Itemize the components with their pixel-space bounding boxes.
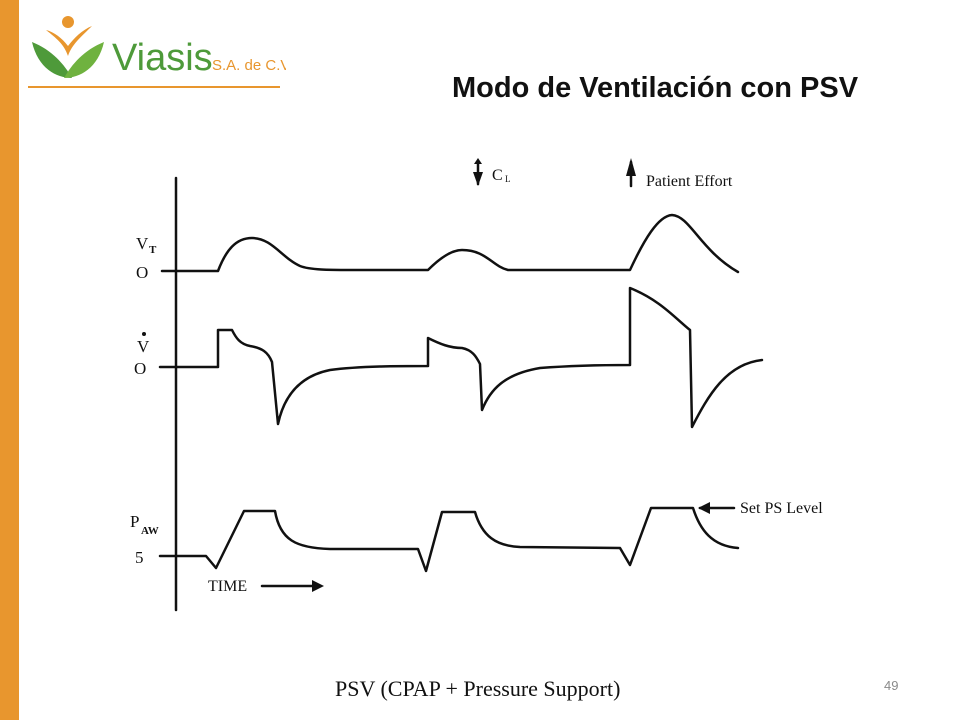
page-number: 49 bbox=[884, 678, 899, 693]
compliance-subscript: L bbox=[505, 174, 511, 184]
volume-axis-subscript: T bbox=[149, 244, 157, 256]
ps-level-arrow-head-icon bbox=[698, 502, 710, 514]
pressure-axis-subscript: AW bbox=[141, 525, 159, 537]
orange-side-bar bbox=[0, 0, 19, 720]
logo-mark-icon bbox=[32, 16, 104, 78]
logo-suffix-text: S.A. de C.V. bbox=[212, 57, 286, 74]
logo-brand-text: Viasis bbox=[112, 37, 213, 79]
slide-title: Modo de Ventilación con PSV bbox=[452, 72, 859, 104]
patient-effort-label: Patient Effort bbox=[646, 173, 733, 190]
pressure-waveform bbox=[174, 506, 740, 573]
pressure-axis-label: P bbox=[130, 512, 139, 531]
volume-waveform bbox=[174, 213, 740, 274]
compliance-arrow-head-icon bbox=[473, 172, 483, 186]
compliance-label: C bbox=[492, 167, 503, 184]
volume-axis-label: V bbox=[136, 234, 149, 253]
pressure-zero-label: 5 bbox=[135, 548, 144, 567]
diagram-caption: PSV (CPAP + Pressure Support) bbox=[335, 676, 621, 701]
patient-effort-arrow-up-icon bbox=[626, 158, 636, 176]
ps-level-label: Set PS Level bbox=[740, 500, 823, 517]
time-label: TIME bbox=[208, 578, 247, 595]
flow-dot-icon bbox=[142, 332, 146, 336]
flow-waveform bbox=[174, 286, 764, 429]
time-arrow-head-icon bbox=[312, 580, 324, 592]
compliance-arrow-down-icon bbox=[474, 158, 482, 164]
flow-axis-label: V bbox=[137, 337, 150, 356]
viasis-logo: Viasis S.A. de C.V. bbox=[32, 16, 286, 79]
volume-zero-label: O bbox=[136, 263, 148, 282]
logo-underline bbox=[28, 86, 280, 88]
flow-zero-label: O bbox=[134, 359, 146, 378]
